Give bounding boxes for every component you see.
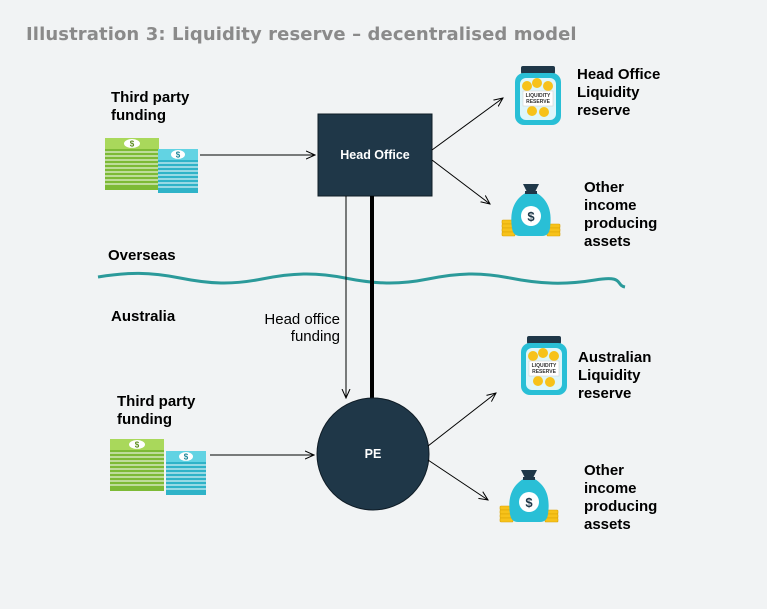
cash-stack-icon xyxy=(109,438,207,496)
money-bag-icon: $ xyxy=(501,183,561,237)
svg-text:LIQUIDITY: LIQUIDITY xyxy=(532,363,557,369)
top-assets-arrow xyxy=(431,159,490,204)
top-reserve-label: Head Office Liquidity reserve xyxy=(577,66,661,119)
bottom-reserve-label: Australian Liquidity reserve xyxy=(578,349,652,402)
svg-text:RESERVE: RESERVE xyxy=(526,99,550,105)
overseas-label: Overseas xyxy=(108,247,176,264)
australia-label: Australia xyxy=(111,308,176,325)
top-reserve-arrow xyxy=(431,98,503,151)
border-wave xyxy=(97,271,626,289)
top-assets-label: Other income producing assets xyxy=(584,179,658,250)
bottom-reserve-arrow xyxy=(427,393,496,447)
svg-text:LIQUIDITY: LIQUIDITY xyxy=(526,93,551,99)
head-office-node-label: Head Office xyxy=(340,148,410,162)
top-third-party-label: Third party funding xyxy=(111,89,190,124)
money-jar-icon: LIQUIDITY RESERVE xyxy=(520,335,568,396)
cash-stack-icon xyxy=(104,137,199,194)
head-office-node xyxy=(317,113,433,197)
bottom-assets-label: Other income producing assets xyxy=(584,462,658,533)
svg-text:$: $ xyxy=(527,209,535,224)
bottom-assets-arrow xyxy=(427,459,488,500)
pe-node xyxy=(316,397,430,511)
money-jar-icon: LIQUIDITY RESERVE xyxy=(514,65,562,126)
diagram-title: Illustration 3: Liquidity reserve – dece… xyxy=(26,24,577,45)
pe-node-label: PE xyxy=(365,447,382,461)
svg-text:$: $ xyxy=(525,495,533,510)
head-office-funding-label: Head office funding xyxy=(264,311,340,345)
bottom-third-party-label: Third party funding xyxy=(117,393,196,428)
money-bag-icon: $ xyxy=(499,469,559,523)
svg-text:RESERVE: RESERVE xyxy=(532,369,556,375)
